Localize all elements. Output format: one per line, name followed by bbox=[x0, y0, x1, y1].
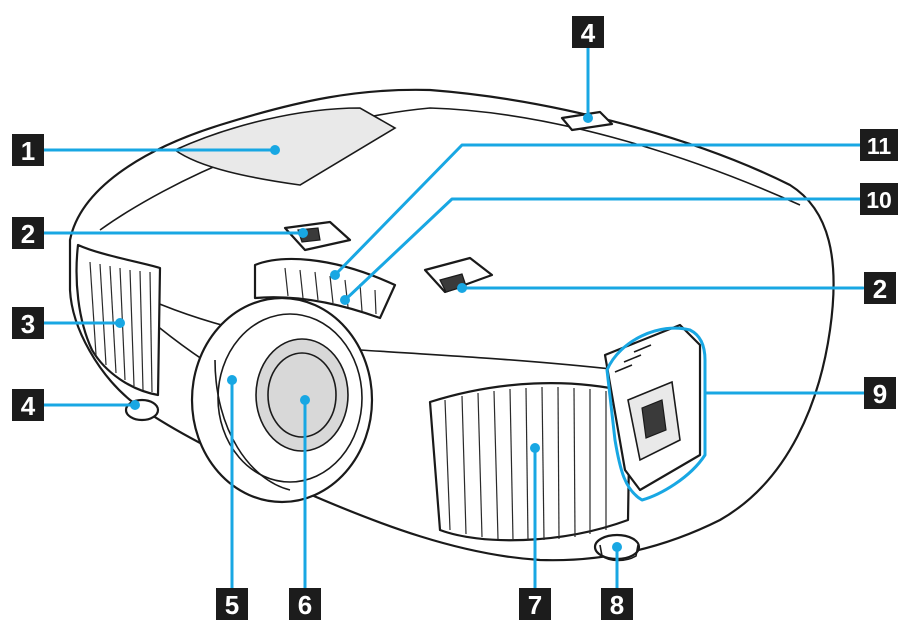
callout-line-9 bbox=[605, 326, 866, 502]
badge-4-left: 4 bbox=[12, 389, 44, 421]
svg-text:6: 6 bbox=[298, 590, 312, 620]
svg-text:3: 3 bbox=[21, 309, 35, 339]
badge-9: 9 bbox=[864, 377, 896, 409]
svg-text:2: 2 bbox=[21, 219, 35, 249]
badge-7: 7 bbox=[519, 588, 551, 620]
badge-6: 6 bbox=[289, 588, 321, 620]
badge-2-right: 2 bbox=[864, 272, 896, 304]
svg-text:9: 9 bbox=[873, 379, 887, 409]
front-vent bbox=[428, 382, 632, 542]
badge-10: 10 bbox=[860, 183, 898, 215]
svg-text:8: 8 bbox=[610, 590, 624, 620]
svg-text:4: 4 bbox=[581, 18, 596, 48]
svg-text:1: 1 bbox=[21, 136, 35, 166]
badge-5: 5 bbox=[216, 588, 248, 620]
projector-illustration bbox=[68, 88, 835, 562]
badge-1: 1 bbox=[12, 134, 44, 166]
svg-text:5: 5 bbox=[225, 590, 239, 620]
svg-text:4: 4 bbox=[21, 391, 36, 421]
svg-text:7: 7 bbox=[528, 590, 542, 620]
svg-text:10: 10 bbox=[866, 187, 892, 213]
callout-lines bbox=[41, 46, 866, 590]
badge-11: 11 bbox=[860, 129, 898, 161]
callout-line-10 bbox=[343, 197, 866, 302]
badge-8: 8 bbox=[601, 588, 633, 620]
callout-line-11 bbox=[333, 143, 866, 277]
svg-text:2: 2 bbox=[873, 274, 887, 304]
badge-3: 3 bbox=[12, 307, 44, 339]
callout-badges: 1 2 2 3 4 4 5 6 bbox=[12, 16, 898, 620]
top-panel bbox=[173, 107, 397, 186]
badge-4-top: 4 bbox=[572, 16, 604, 48]
badge-2-left: 2 bbox=[12, 217, 44, 249]
svg-text:11: 11 bbox=[867, 133, 892, 159]
lens bbox=[255, 338, 349, 452]
